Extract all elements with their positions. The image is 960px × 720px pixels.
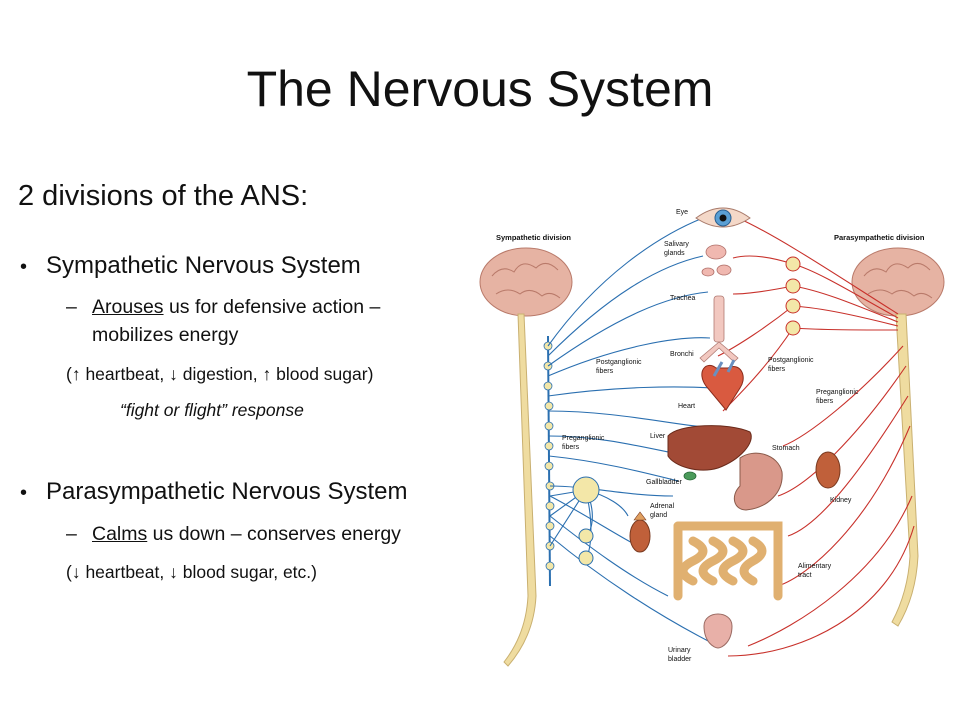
label-bladder: bladder [668,656,692,663]
bullet-parasympathetic: • Parasympathetic Nervous System [20,478,407,506]
dash: – [66,523,77,545]
slide-title: The Nervous System [246,61,714,117]
label-urinary: Urinary [668,647,691,654]
label-gland: gland [650,512,667,519]
label-postganglionic-right: Postganglionic [768,357,814,364]
label-eye: Eye [676,209,688,216]
salivary-glands [701,244,732,277]
right-brain [851,247,945,317]
label-trachea: Trachea [670,295,696,302]
label-bronchi: Bronchi [670,351,694,358]
sympathetic-description: –Arouses us for defensive action – mobil… [66,293,380,349]
urinary-bladder [703,613,733,649]
heart [701,359,744,411]
label-tract: tract [798,572,812,579]
dash: – [66,296,77,318]
label-liver: Liver [650,433,666,440]
parasympathetic-description: –Calms us down – conserves energy [66,520,401,548]
liver [667,425,752,471]
sympathetic-division-title: Sympathetic division [496,233,571,242]
stomach [733,452,783,511]
label-salivary: Salivary [664,241,689,248]
label-preg-fibers-right: fibers [816,398,834,405]
eye [695,207,751,228]
label-fibers-right: fibers [768,366,786,373]
collateral-ganglia [572,476,600,566]
label-stomach: Stomach [772,445,800,452]
label-preg-fibers-left: fibers [562,444,580,451]
gallbladder [683,471,697,481]
label-preganglionic-right: Preganglionic [816,389,859,396]
bullet-dot: • [20,256,28,278]
ans-diagram: Sympathetic division Parasympathetic div… [479,207,945,667]
sympathetic-desc-line2: mobilizes energy [92,324,239,346]
sympathetic-effects: (↑ heartbeat, ↓ digestion, ↑ blood sugar… [66,364,374,384]
label-fibers-left: fibers [596,368,614,375]
sympathetic-desc-line1: us for defensive action – [163,296,381,318]
label-preganglionic-left: Preganglionic [562,435,605,442]
parasympathetic-ganglia [785,256,801,336]
bullet-sympathetic: • Sympathetic Nervous System [20,252,361,280]
adrenal-gland [629,511,651,553]
bullet-dot: • [20,482,28,504]
label-adrenal: Adrenal [650,503,675,510]
sympathetic-chain [543,335,555,587]
trachea-bronchi [699,295,739,363]
label-postganglionic-left: Postganglionic [596,359,642,366]
sympathetic-heading: Sympathetic Nervous System [46,252,361,279]
label-glands: glands [664,250,685,257]
right-spinal-cord [891,313,919,627]
label-gallbladder: Gallbladder [646,479,682,486]
sympathetic-keyword: Arouses [92,296,164,318]
fight-or-flight: “fight or flight” response [120,400,304,420]
parasympathetic-heading: Parasympathetic Nervous System [46,478,408,505]
left-spinal-cord [503,313,537,667]
label-kidney: Kidney [830,497,852,504]
left-brain [479,247,573,317]
parasympathetic-division-title: Parasympathetic division [834,233,925,242]
parasympathetic-keyword: Calms [92,523,148,545]
kidney [815,451,841,489]
parasympathetic-effects: (↓ heartbeat, ↓ blood sugar, etc.) [66,562,317,582]
slide-subtitle: 2 divisions of the ANS: [18,180,309,212]
parasympathetic-desc: us down – conserves energy [147,523,401,545]
alimentary-tract [673,521,783,601]
label-alimentary: Alimentary [798,563,832,570]
label-heart: Heart [678,403,695,410]
